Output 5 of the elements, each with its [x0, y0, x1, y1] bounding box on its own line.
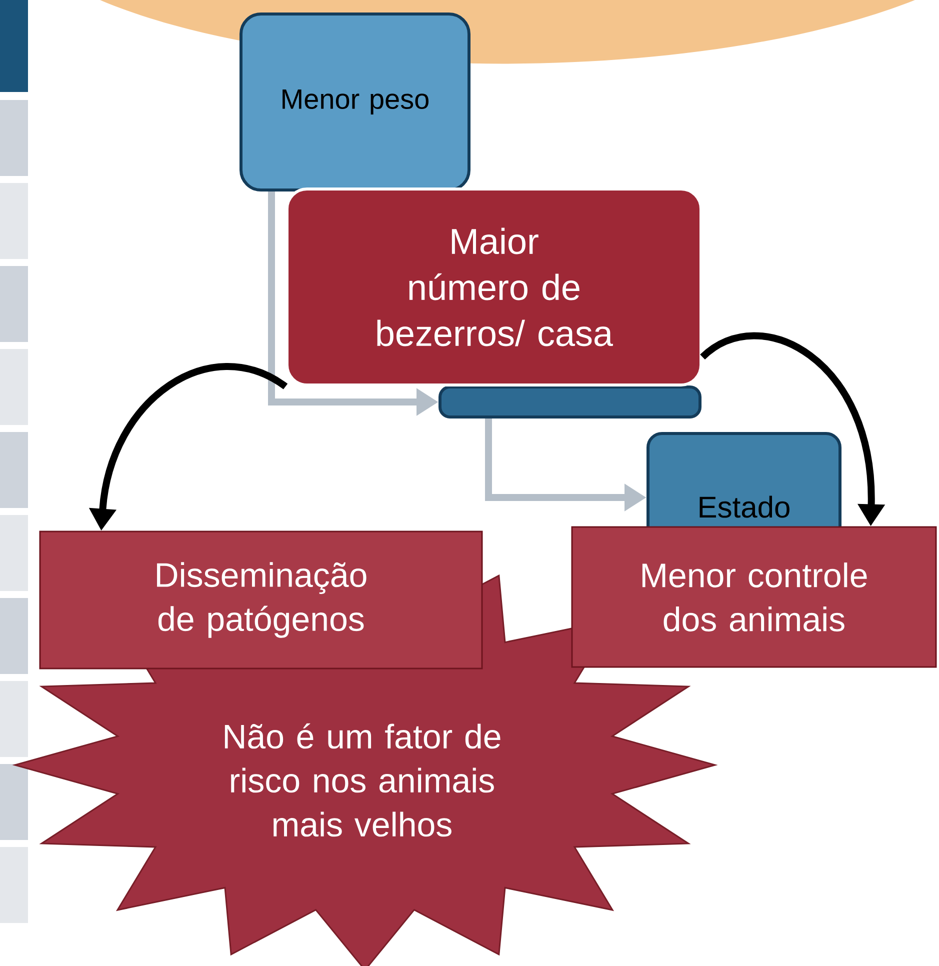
- process-box: Maior número de bezerros/ casa: [286, 188, 702, 386]
- process-box: [438, 386, 702, 418]
- process-box: Menor peso: [240, 12, 470, 192]
- outcome-box: Disseminação de patógenos: [39, 530, 483, 670]
- outcome-box: Menor controle dos animais: [571, 526, 937, 668]
